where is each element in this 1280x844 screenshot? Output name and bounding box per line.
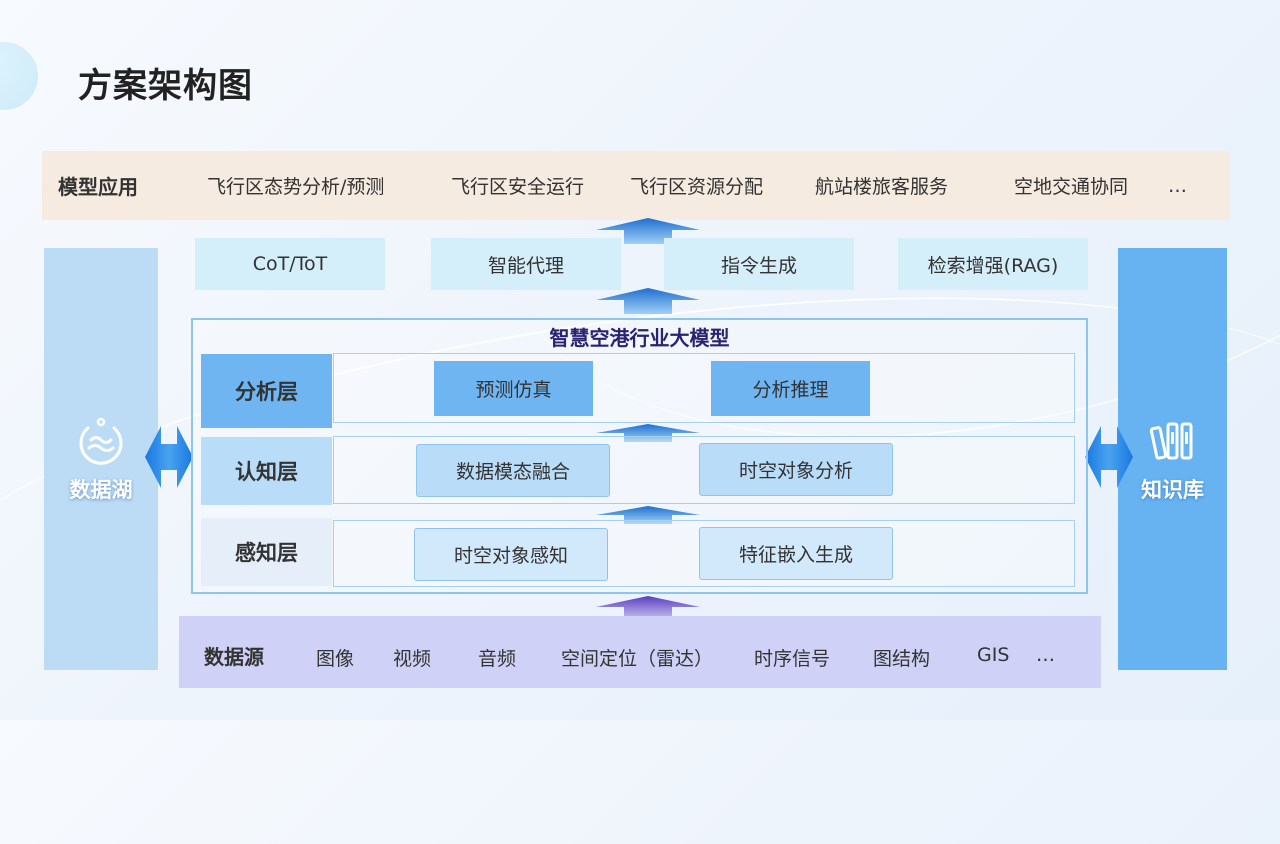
data-source-band: 数据源 图像 视频 音频 空间定位（雷达） 时序信号 图结构 GIS … bbox=[179, 616, 1101, 688]
knowledge-base-pillar: 知识库 bbox=[1118, 248, 1227, 670]
source-item: GIS bbox=[977, 644, 1010, 666]
model-title: 智慧空港行业大模型 bbox=[549, 326, 730, 350]
tool-box-rag: 检索增强(RAG) bbox=[898, 238, 1088, 290]
decorative-circle bbox=[0, 42, 38, 110]
data-lake-pillar: 数据湖 bbox=[44, 248, 158, 670]
source-item: 空间定位（雷达） bbox=[561, 648, 714, 670]
perception-cell: 特征嵌入生成 bbox=[699, 527, 893, 580]
books-icon bbox=[1149, 422, 1192, 460]
cognition-layer-label: 认知层 bbox=[201, 437, 332, 505]
tool-box-cot: CoT/ToT bbox=[195, 238, 385, 290]
source-item: 图像 bbox=[316, 648, 355, 670]
cognition-cell: 数据模态融合 bbox=[416, 444, 610, 497]
knowledge-base-label: 知识库 bbox=[1141, 478, 1204, 502]
app-item: 航站楼旅客服务 bbox=[815, 176, 949, 198]
perception-layer-label: 感知层 bbox=[201, 518, 332, 586]
tool-box-agent: 智能代理 bbox=[431, 238, 621, 290]
application-band: 模型应用 飞行区态势分析/预测 飞行区安全运行 飞行区资源分配 航站楼旅客服务 … bbox=[42, 151, 1230, 220]
perception-cell: 时空对象感知 bbox=[414, 528, 608, 581]
double-arrow-icon bbox=[145, 426, 193, 488]
app-item: 空地交通协同 bbox=[1014, 176, 1129, 198]
data-lake-icon bbox=[79, 417, 123, 465]
up-arrow bbox=[596, 596, 700, 620]
source-item: 图结构 bbox=[873, 648, 931, 670]
double-arrow-icon bbox=[1085, 426, 1133, 488]
analysis-cell: 预测仿真 bbox=[434, 361, 593, 416]
page-title: 方案架构图 bbox=[78, 66, 253, 106]
source-item-more: … bbox=[1036, 644, 1055, 666]
source-item: 时序信号 bbox=[754, 648, 831, 670]
data-lake-label: 数据湖 bbox=[69, 478, 133, 502]
up-arrow bbox=[596, 218, 700, 244]
up-arrow bbox=[596, 424, 700, 442]
up-arrow bbox=[596, 288, 700, 314]
app-item-more: … bbox=[1168, 174, 1187, 197]
source-item: 视频 bbox=[393, 648, 432, 670]
app-item: 飞行区资源分配 bbox=[630, 176, 764, 198]
analysis-layer-label: 分析层 bbox=[201, 354, 332, 428]
application-band-label: 模型应用 bbox=[58, 175, 138, 199]
source-item: 音频 bbox=[478, 648, 517, 670]
analysis-cell: 分析推理 bbox=[711, 361, 870, 416]
cognition-cell: 时空对象分析 bbox=[699, 443, 893, 496]
tool-box-instruction: 指令生成 bbox=[664, 238, 854, 290]
up-arrow bbox=[596, 506, 700, 524]
app-item: 飞行区安全运行 bbox=[451, 176, 585, 198]
data-source-label: 数据源 bbox=[204, 645, 264, 669]
app-item: 飞行区态势分析/预测 bbox=[207, 176, 385, 198]
model-frame bbox=[191, 318, 1088, 594]
